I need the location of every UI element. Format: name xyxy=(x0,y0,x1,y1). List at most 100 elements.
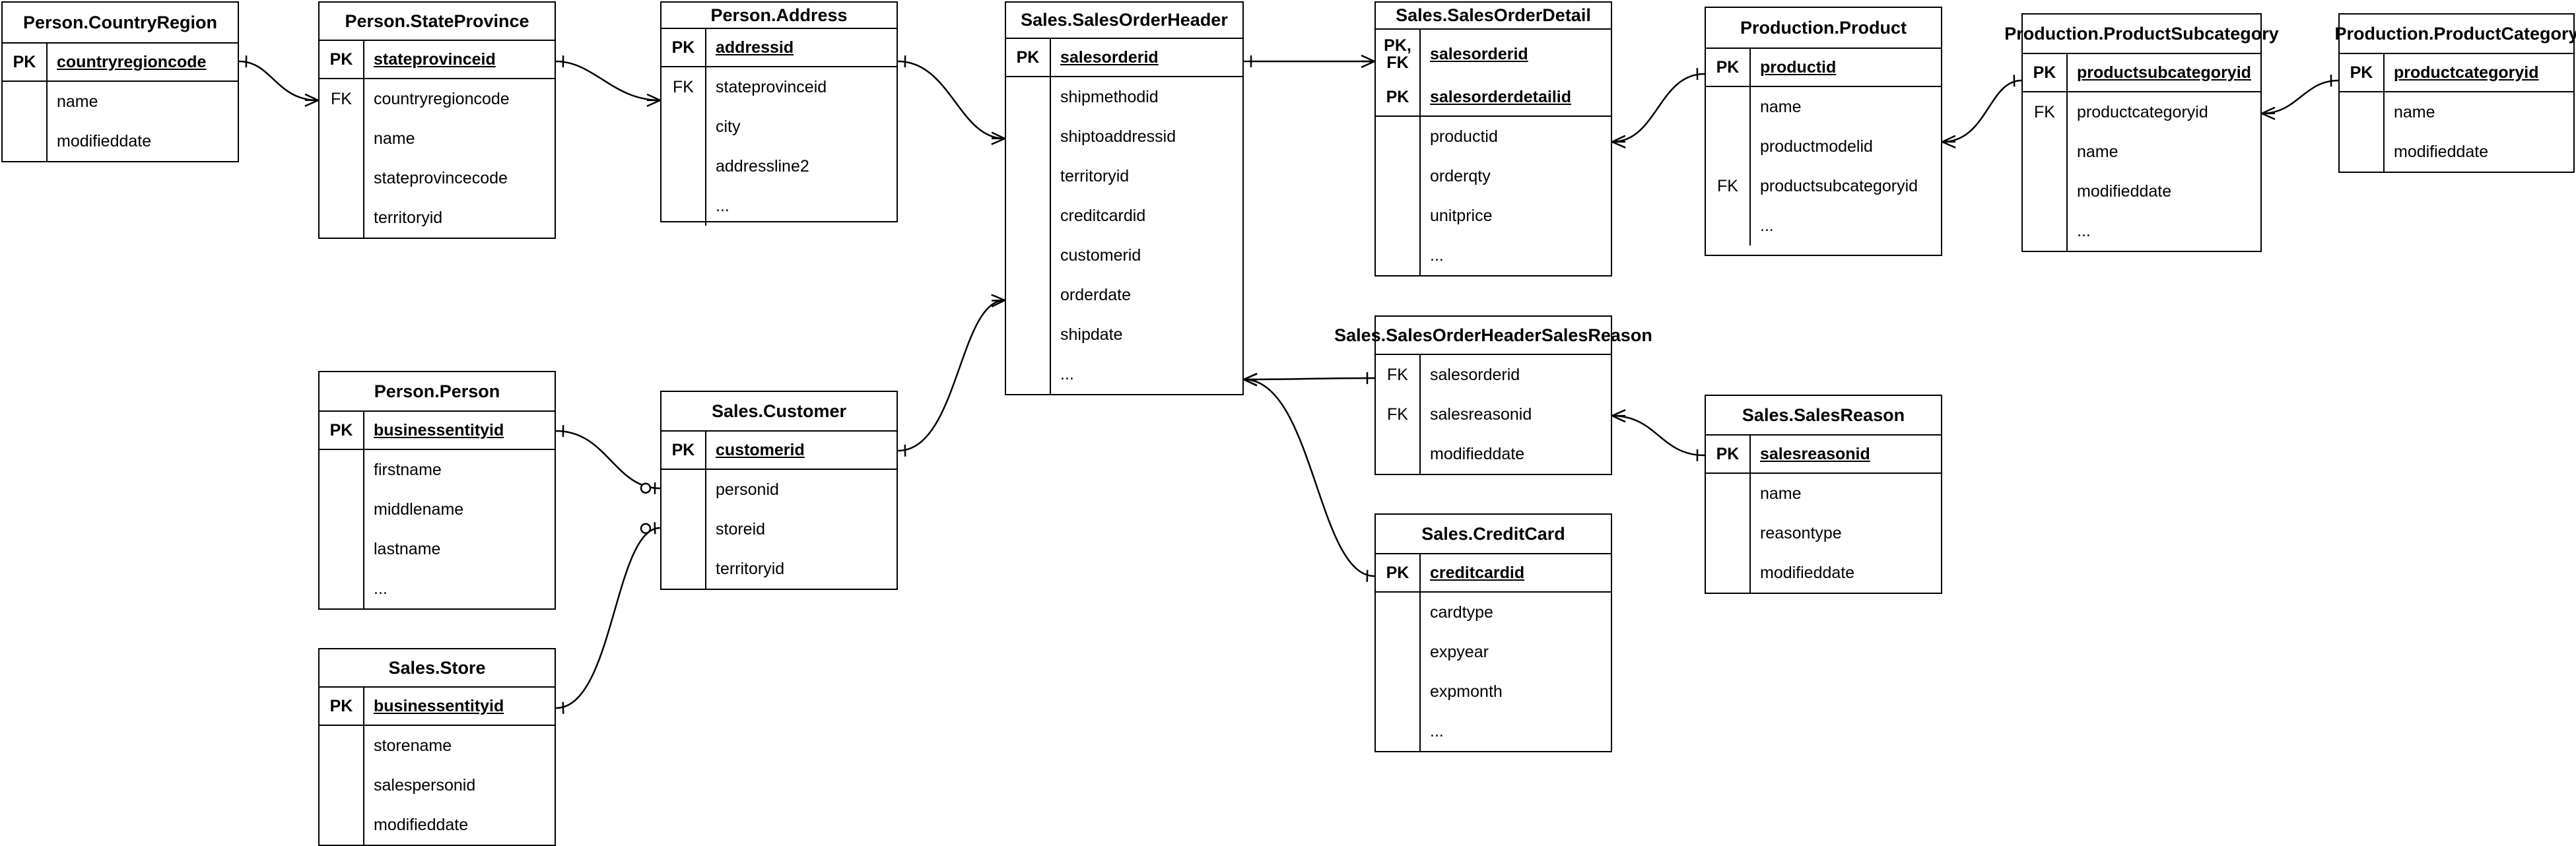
attribute-name: orderdate xyxy=(1060,285,1132,304)
key-marker-pk: PK xyxy=(1006,39,1051,76)
rel-headersalesreason-salesreason[interactable] xyxy=(1611,409,1705,461)
attribute-name: cardtype xyxy=(1430,602,1493,622)
rel-salesorderheader-creditcard[interactable] xyxy=(1243,373,1375,582)
attribute-name: stateprovinceid xyxy=(716,77,827,96)
attribute-row: orderqty xyxy=(1376,156,1611,196)
attribute-name: name xyxy=(1760,484,1802,503)
rel-address-salesorderheader[interactable] xyxy=(897,55,1005,145)
attribute-name: territoryid xyxy=(374,208,443,227)
primary-key-name: productsubcategoryid xyxy=(2077,63,2251,82)
rel-store-customer[interactable] xyxy=(555,522,661,714)
key-marker xyxy=(661,146,706,187)
cardinality-many-marker xyxy=(2261,106,2276,115)
primary-key-name: customerid xyxy=(716,440,805,459)
key-marker xyxy=(1006,315,1051,354)
attribute-name: city xyxy=(716,117,741,136)
key-marker-pk: PK xyxy=(2023,54,2068,91)
rel-customer-salesorderheader[interactable] xyxy=(897,294,1005,457)
rel-salesorderheader-headersalesreason[interactable] xyxy=(1243,372,1375,387)
attribute-name: name xyxy=(2394,102,2435,121)
rel-stateprovince-address[interactable] xyxy=(555,55,661,107)
attribute-name: ... xyxy=(1060,364,1074,383)
attribute-name: salespersonid xyxy=(374,775,476,795)
primary-key-name: addressid xyxy=(716,38,794,57)
primary-key-name: salesorderid xyxy=(1060,48,1159,67)
primary-key-name: salesreasonid xyxy=(1760,444,1870,463)
rel-subcategory-category[interactable] xyxy=(2261,75,2339,120)
rel-product-subcategory[interactable] xyxy=(1942,75,2022,148)
attribute-row: productid xyxy=(1376,117,1611,156)
attribute-name: modifieddate xyxy=(1430,444,1525,463)
attribute-name: orderqty xyxy=(1430,166,1491,185)
cardinality-many-marker xyxy=(304,93,319,102)
rel-countryregion-stateprovince[interactable] xyxy=(238,55,319,107)
key-marker-pk: PK xyxy=(661,29,706,67)
rel-salesorderdetail-product[interactable] xyxy=(1611,68,1705,148)
key-marker xyxy=(661,107,706,147)
relationship-line xyxy=(2261,79,2339,115)
attribute-name: salesorderid xyxy=(1430,365,1520,384)
attribute-row: creditcardid xyxy=(1006,196,1242,236)
cardinality-many-marker xyxy=(1243,372,1258,381)
attribute-row: firstname xyxy=(320,450,555,490)
primary-key-name: countryregioncode xyxy=(57,52,207,71)
primary-key-name: productcategoryid xyxy=(2394,63,2539,82)
primary-key-name: creditcardid xyxy=(1430,563,1525,582)
primary-key-name: salesorderid xyxy=(1430,44,1528,63)
cardinality-many-marker xyxy=(1243,378,1258,387)
attribute-row: ... xyxy=(320,569,555,608)
key-marker xyxy=(1376,672,1421,711)
key-marker xyxy=(320,490,364,529)
relationship-line xyxy=(1942,79,2022,143)
key-marker xyxy=(661,509,706,549)
attribute-row: expyear xyxy=(1376,632,1611,672)
attribute-row: stateprovincecode xyxy=(320,158,555,198)
attribute-row: ... xyxy=(2023,211,2260,251)
key-marker xyxy=(1706,206,1751,245)
cardinality-many-marker xyxy=(991,299,1005,302)
attribute-name: name xyxy=(57,92,98,111)
key-marker xyxy=(320,198,364,238)
attribute-name: shiptoaddressid xyxy=(1060,127,1176,146)
key-marker xyxy=(1376,711,1421,751)
key-marker xyxy=(320,765,364,805)
cardinality-many-marker xyxy=(1611,141,1626,148)
attribute-name: countryregioncode xyxy=(374,89,510,108)
primary-key-name: businessentityid xyxy=(374,420,504,439)
key-marker xyxy=(1376,236,1421,275)
attribute-row: ... xyxy=(1706,206,1941,245)
attribute-name: ... xyxy=(374,579,388,598)
cardinality-many-marker xyxy=(1361,60,1375,69)
rel-person-customer[interactable] xyxy=(555,425,661,494)
rel-salesorderheader-salesorderdetail[interactable] xyxy=(1244,54,1375,69)
key-marker-pk: PK xyxy=(661,432,706,469)
attribute-name: customerid xyxy=(1060,245,1141,265)
